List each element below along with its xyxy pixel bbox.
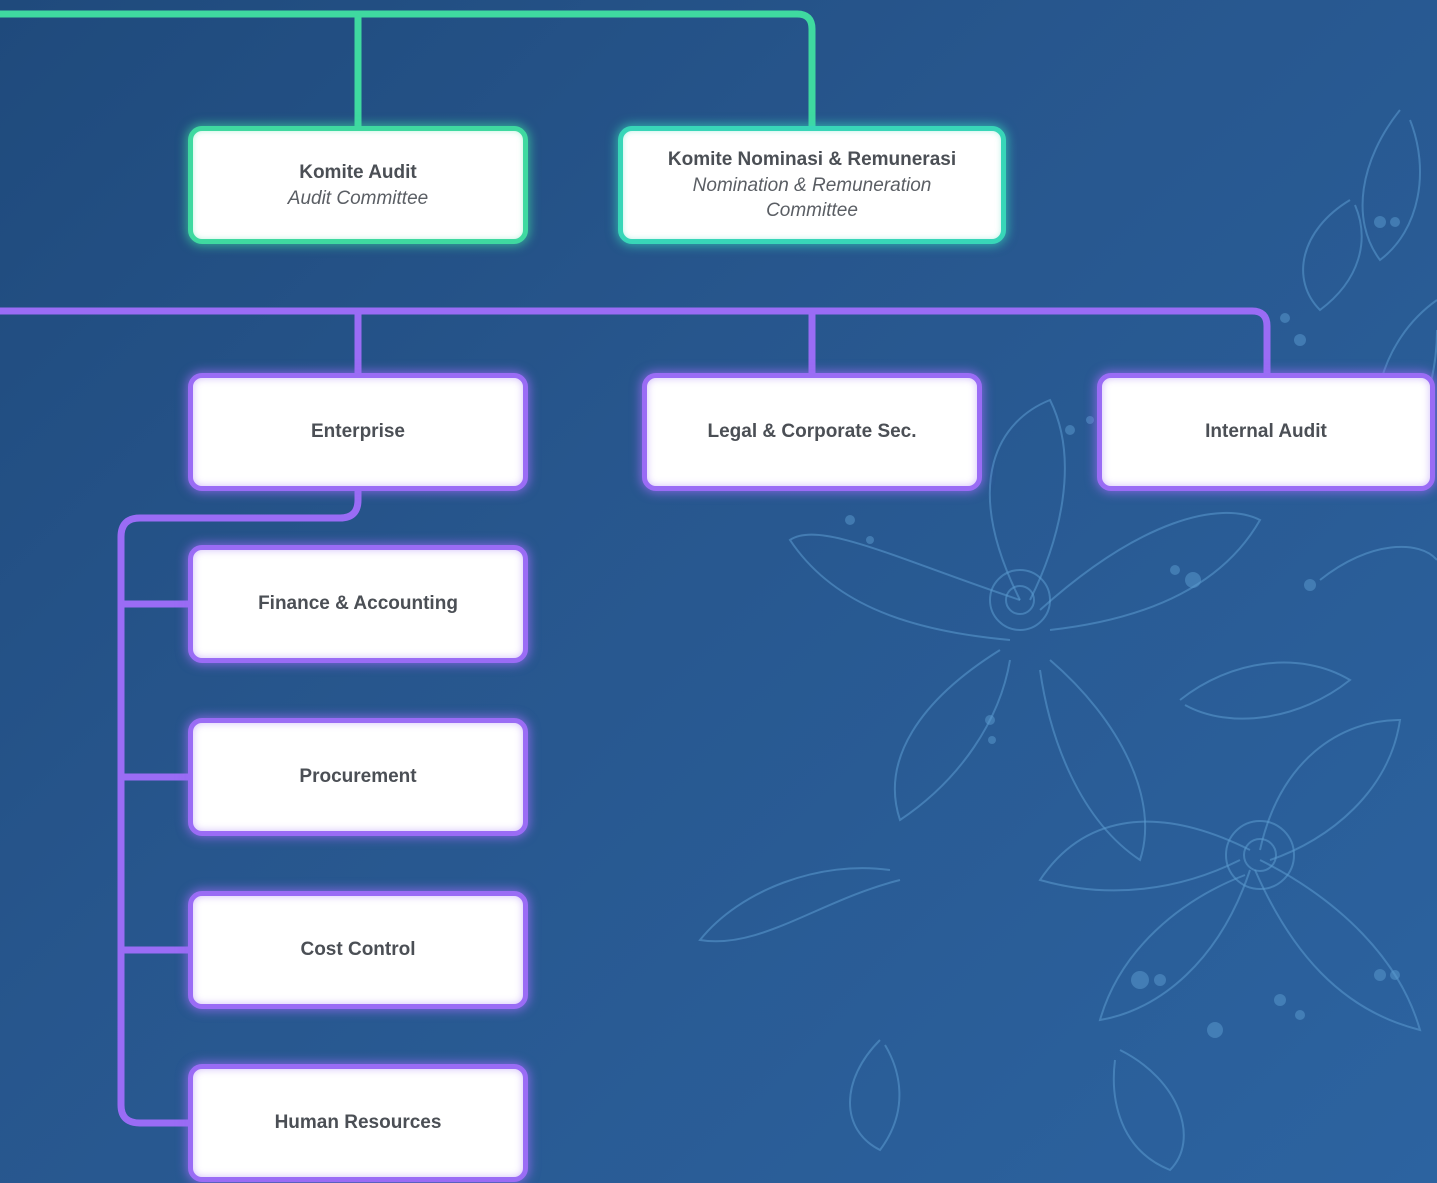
unit-node-enterprise[interactable]: Enterprise xyxy=(188,373,528,491)
subunit-title: Procurement xyxy=(299,766,417,787)
unit-node-internal-audit[interactable]: Internal Audit xyxy=(1097,373,1435,491)
subunit-node-human-resources[interactable]: Human Resources xyxy=(188,1064,528,1182)
subunit-title: Human Resources xyxy=(274,1112,442,1133)
subunit-title: Cost Control xyxy=(300,939,416,960)
committee-node-audit[interactable]: Komite Audit Audit Committee xyxy=(188,126,528,244)
committee-node-nomination-remuneration[interactable]: Komite Nominasi & Remunerasi Nomination … xyxy=(618,126,1006,244)
unit-title: Enterprise xyxy=(311,421,405,442)
committee-title: Komite Nominasi & Remunerasi xyxy=(667,149,957,170)
subunit-node-procurement[interactable]: Procurement xyxy=(188,718,528,836)
unit-connector-line xyxy=(0,307,1271,379)
subunit-title: Finance & Accounting xyxy=(258,593,458,614)
subunit-node-finance-accounting[interactable]: Finance & Accounting xyxy=(188,545,528,663)
unit-title: Internal Audit xyxy=(1205,421,1327,442)
subunit-node-cost-control[interactable]: Cost Control xyxy=(188,891,528,1009)
committee-connector-line xyxy=(0,10,816,132)
unit-title: Legal & Corporate Sec. xyxy=(707,421,917,442)
committee-subtitle: Audit Committee xyxy=(287,187,429,209)
unit-node-legal-corporate-sec[interactable]: Legal & Corporate Sec. xyxy=(642,373,982,491)
committee-title: Komite Audit xyxy=(299,161,417,183)
enterprise-subunit-connector-line xyxy=(117,486,362,1127)
committee-subtitle: Nomination & Remuneration Committee xyxy=(692,175,932,221)
